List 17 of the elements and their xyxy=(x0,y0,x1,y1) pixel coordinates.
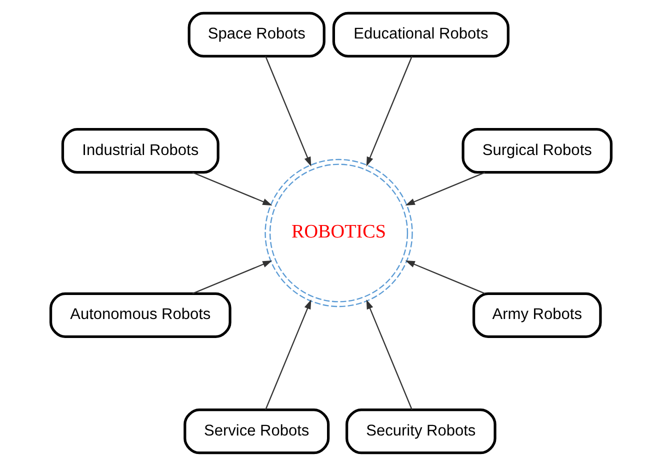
arrow xyxy=(366,56,412,166)
node-circle: ROBOTICS xyxy=(264,158,412,308)
node-box: Service Robots xyxy=(183,408,330,454)
arrow xyxy=(192,172,272,206)
arrow xyxy=(404,260,485,294)
node-box: Industrial Robots xyxy=(60,128,219,174)
node-box: Educational Robots xyxy=(332,12,509,58)
arrow xyxy=(264,56,311,166)
arrow xyxy=(404,172,485,206)
node-box: Autonomous Robots xyxy=(48,292,231,338)
node-box: Army Robots xyxy=(472,292,602,338)
arrow xyxy=(366,300,412,410)
arrow xyxy=(264,300,311,410)
node-box: Surgical Robots xyxy=(461,128,612,174)
node-box: Security Robots xyxy=(345,408,496,454)
arrow xyxy=(192,260,272,294)
node-box: Space Robots xyxy=(187,12,325,58)
